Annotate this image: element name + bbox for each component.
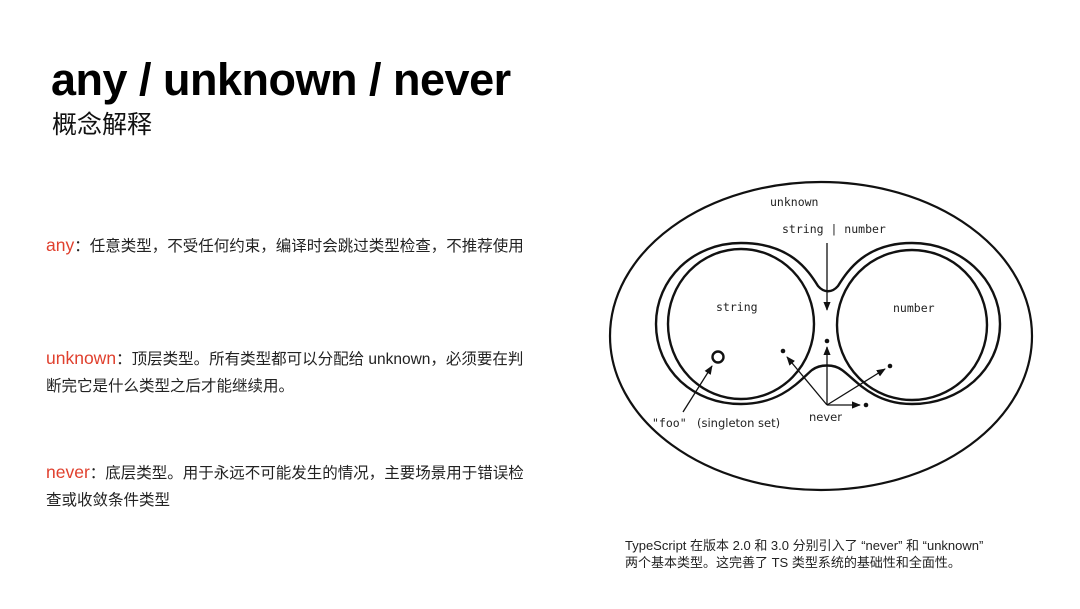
never-dot-number xyxy=(887,363,893,369)
term-separator: ： xyxy=(74,238,90,255)
term-separator: ： xyxy=(116,351,132,368)
string-set-circle xyxy=(666,247,816,401)
slide-subtitle: 概念解释 xyxy=(52,111,153,139)
never-dot-string xyxy=(780,348,786,354)
caption-line-2: 两个基本类型。这完善了 TS 类型系统的基础性和全面性。 xyxy=(625,554,961,570)
term-description: 任意类型，不受任何约束，编译时会跳过类型检查，不推荐使用 xyxy=(89,238,524,255)
slide-title: any / unknown / never xyxy=(51,54,511,105)
number-set-circle xyxy=(835,248,989,402)
term-description: 顶层类型。所有类型都可以分配给 unknown，必须要在判断完它是什么类型之后才… xyxy=(46,351,524,395)
foo-singleton-circle xyxy=(711,350,725,364)
term-any: any：任意类型，不受任何约束，编译时会跳过类型检查，不推荐使用 xyxy=(46,232,536,260)
caption: TypeScript 在版本 2.0 和 3.0 分别引入了 “never” 和… xyxy=(625,538,1045,571)
foo-arrow xyxy=(682,365,713,413)
never-dot-outside xyxy=(863,402,869,408)
term-separator: ： xyxy=(89,465,106,482)
term-keyword: never xyxy=(46,462,90,482)
unknown-set-ellipse xyxy=(608,180,1034,492)
term-description: 底层类型。用于永远不可能发生的情况，主要场景用于错误检查或收敛条件类型 xyxy=(46,465,524,509)
union-set-outline xyxy=(654,241,1002,406)
term-never: never：底层类型。用于永远不可能发生的情况，主要场景用于错误检查或收敛条件类… xyxy=(46,459,536,514)
number-label: number xyxy=(893,301,935,315)
never-dot-center xyxy=(824,338,830,344)
union-label: string | number xyxy=(782,222,886,236)
never-arrow-string xyxy=(786,356,828,406)
term-keyword: any xyxy=(46,235,75,255)
string-label: string xyxy=(716,300,758,314)
term-unknown: unknown：顶层类型。所有类型都可以分配给 unknown，必须要在判断完它… xyxy=(46,345,536,400)
unknown-label: unknown xyxy=(770,195,818,209)
caption-line-1: TypeScript 在版本 2.0 和 3.0 分别引入了 “never” 和… xyxy=(625,538,984,553)
never-label: never xyxy=(809,410,842,424)
never-arrow-number xyxy=(826,368,886,406)
singleton-note-label: (singleton set) xyxy=(697,416,780,430)
singleton-label: "foo" xyxy=(652,416,687,430)
term-keyword: unknown xyxy=(46,348,117,368)
